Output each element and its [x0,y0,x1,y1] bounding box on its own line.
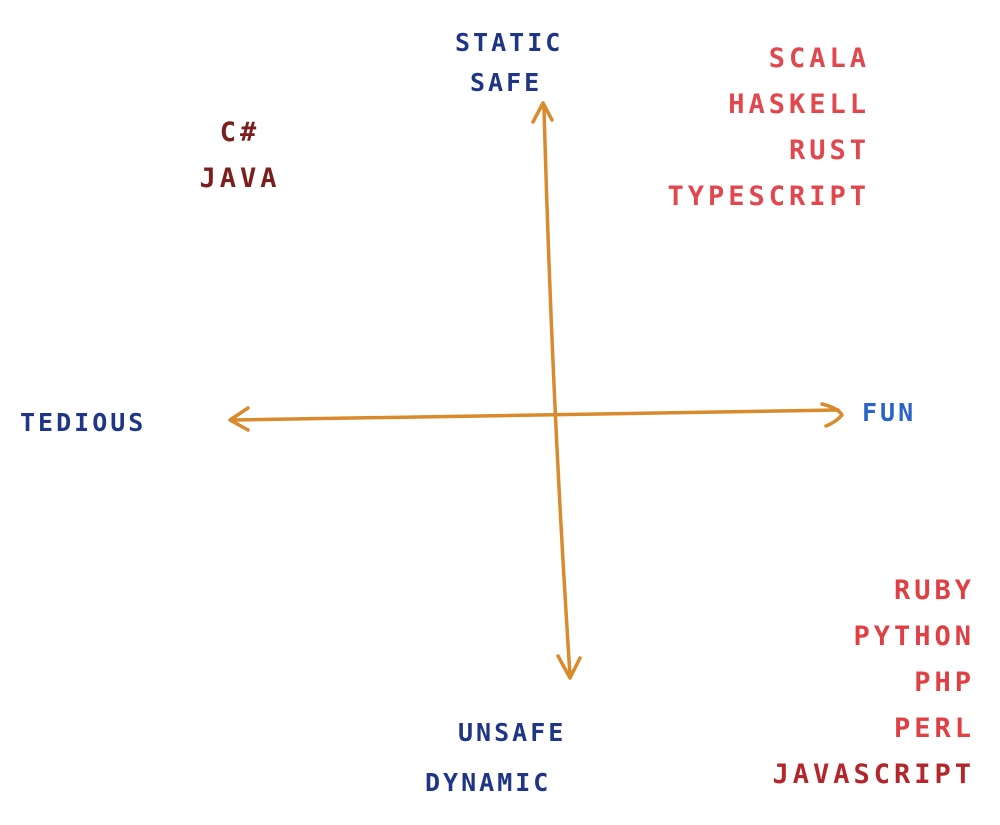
language-item: PYTHON [853,621,975,652]
language-item: RUST [788,135,870,166]
bottom-arrowhead [556,654,582,680]
language-item: PERL [893,713,975,744]
left-arrowhead [228,406,250,432]
language-item: HASKELL [728,89,870,120]
language-item: PHP [914,667,975,698]
quadrant-bottom-right-list: RUBY PYTHON PHP PERL JAVASCRIPT [772,568,975,798]
vertical-axis [542,106,572,677]
axis-label-safe: SAFE [470,68,543,97]
axis-label-dynamic: DYNAMIC [425,768,552,797]
language-item: JAVA [199,163,281,194]
quadrant-top-right-list: SCALA HASKELL RUST TYPESCRIPT [667,36,870,220]
horizontal-axis [233,408,840,422]
top-arrowhead [531,101,554,124]
right-arrowhead [820,402,844,428]
axis-label-tedious: TEDIOUS [20,408,147,437]
axis-label-static: STATIC [455,28,564,57]
language-item: C# [219,117,261,148]
language-item: TYPESCRIPT [667,181,870,212]
axis-label-fun: FUN [862,398,917,427]
language-item: SCALA [768,43,870,74]
quadrant-top-left-list: C# JAVA [180,110,300,202]
language-item: RUBY [893,575,975,606]
language-item: JAVASCRIPT [772,759,975,790]
axis-label-unsafe: UNSAFE [458,718,567,747]
